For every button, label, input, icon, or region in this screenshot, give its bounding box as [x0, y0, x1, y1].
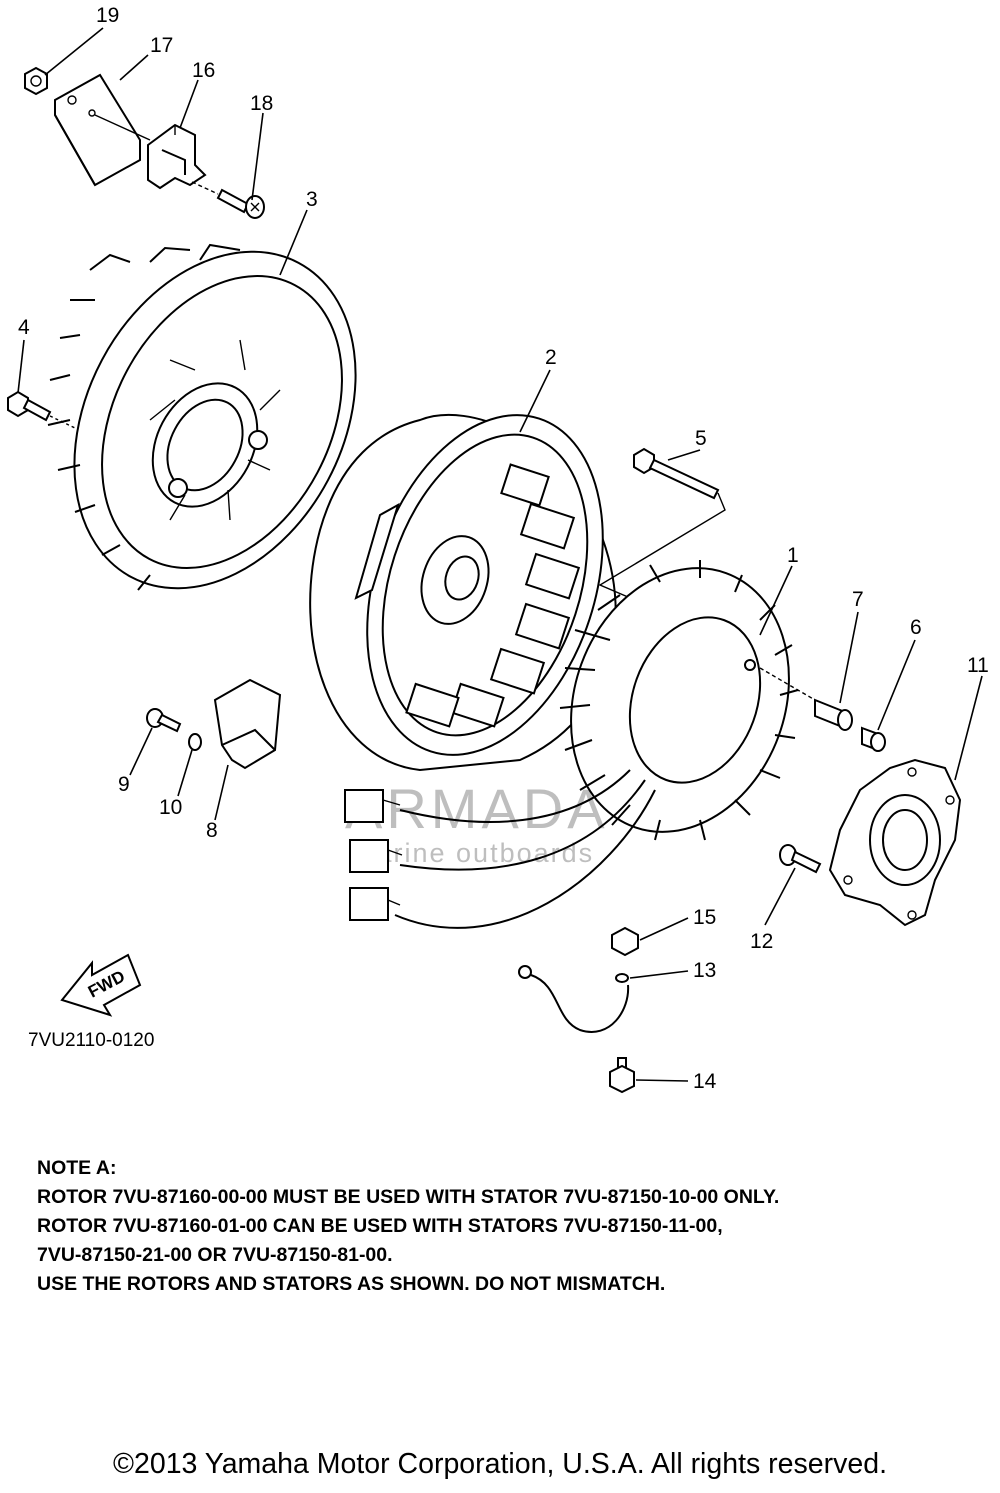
callout-9: 9 — [118, 773, 130, 796]
part-8-bracket — [213, 678, 282, 770]
part-19-nut — [24, 66, 48, 96]
callout-15: 15 — [693, 906, 716, 929]
callout-7: 7 — [852, 588, 864, 611]
part-16-connector-holder — [147, 123, 207, 190]
callout-2: 2 — [545, 346, 557, 369]
callout-8: 8 — [206, 819, 218, 842]
callout-3: 3 — [306, 188, 318, 211]
figure-code: 7VU2110-0120 — [28, 1030, 154, 1051]
callout-4: 4 — [18, 316, 30, 339]
callout-10: 10 — [159, 796, 182, 819]
callout-13: 13 — [693, 959, 716, 982]
callout-1: 1 — [787, 544, 799, 567]
callout-12: 12 — [750, 930, 773, 953]
part-10-washer — [188, 733, 202, 751]
note-line-3: 7VU-87150-21-00 OR 7VU-87150-81-00. — [37, 1244, 393, 1266]
part-1-stator — [559, 560, 799, 841]
part-3-flywheel-cover — [47, 243, 357, 591]
callout-5: 5 — [695, 427, 707, 450]
part-12-screw — [779, 844, 822, 874]
note-line-4: USE THE ROTORS AND STATORS AS SHOWN. DO … — [37, 1273, 666, 1295]
callout-14: 14 — [693, 1070, 717, 1093]
callout-18: 18 — [250, 92, 273, 115]
watermark-brand: ARMADA — [345, 777, 609, 840]
part-2-rotor — [309, 413, 617, 772]
part-5-long-bolt — [598, 447, 726, 601]
note-line-2: ROTOR 7VU-87160-01-00 CAN BE USED WITH S… — [37, 1215, 723, 1237]
fwd-arrow-icon: FWD — [60, 953, 142, 1017]
note-title: NOTE A: — [37, 1157, 117, 1179]
part-18-screw — [191, 181, 265, 219]
callout-numbers: 19 17 16 18 3 4 2 5 1 7 6 11 9 10 8 12 1… — [18, 4, 989, 1093]
callout-6: 6 — [910, 616, 922, 639]
callout-11: 11 — [967, 654, 989, 677]
callout-16: 16 — [192, 59, 215, 82]
callout-19: 19 — [96, 4, 119, 27]
part-14-bolt — [609, 1057, 635, 1094]
part-4-bolt — [7, 390, 76, 429]
part-13-ground-lead — [518, 965, 630, 1033]
part-15-nut — [611, 926, 639, 957]
part-17-bracket-plate — [54, 73, 151, 187]
part-9-screw — [146, 708, 182, 733]
note-line-1: ROTOR 7VU-87160-00-00 MUST BE USED WITH … — [37, 1186, 780, 1208]
part-7-collar — [759, 667, 853, 731]
wire-harness — [344, 769, 656, 929]
copyright-notice: ©2013 Yamaha Motor Corporation, U.S.A. A… — [113, 1448, 887, 1480]
part-11-bearing-housing — [828, 758, 962, 927]
leader-lines — [17, 27, 983, 1082]
part-6-short-collar — [861, 726, 886, 752]
note-a: NOTE A: ROTOR 7VU-87160-00-00 MUST BE US… — [37, 1154, 977, 1299]
callout-17: 17 — [150, 34, 173, 57]
